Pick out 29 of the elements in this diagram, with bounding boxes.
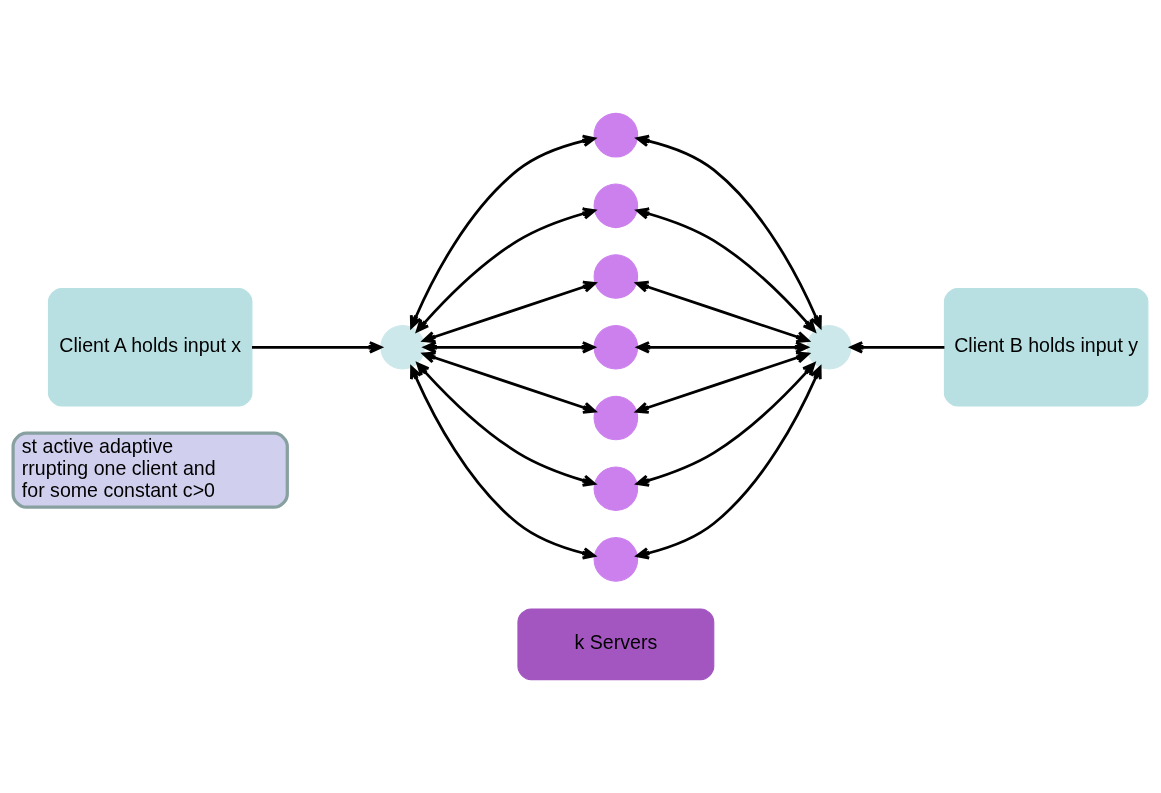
arrow bbox=[252, 341, 383, 354]
node-box: Client B holds input y bbox=[943, 287, 1149, 407]
node-circle bbox=[593, 112, 639, 158]
node-box: Client A holds input x bbox=[47, 287, 253, 407]
arrow bbox=[422, 351, 597, 414]
node-box: st active adaptive rrupting one client and for some constant c>0 bbox=[11, 431, 289, 509]
arrow bbox=[422, 280, 597, 344]
node-circle bbox=[380, 324, 425, 370]
node-circle bbox=[593, 537, 639, 582]
node-circle bbox=[593, 466, 639, 511]
arrow bbox=[635, 362, 816, 487]
arrow bbox=[849, 341, 945, 354]
arrow bbox=[635, 207, 816, 333]
arrow bbox=[636, 365, 822, 560]
arrow bbox=[635, 280, 810, 344]
arrow bbox=[409, 134, 596, 329]
node-circle bbox=[806, 324, 852, 370]
node-circle bbox=[593, 395, 639, 441]
arrow bbox=[636, 341, 809, 354]
node-circle bbox=[593, 324, 639, 370]
node-box: k Servers bbox=[517, 608, 715, 681]
arrow bbox=[410, 365, 596, 560]
node-circle bbox=[593, 254, 639, 299]
arrow bbox=[416, 362, 596, 487]
arrow bbox=[635, 351, 810, 414]
arrow bbox=[423, 341, 596, 354]
arrow bbox=[415, 207, 596, 333]
node-circle bbox=[593, 183, 639, 229]
arrow bbox=[636, 134, 822, 329]
